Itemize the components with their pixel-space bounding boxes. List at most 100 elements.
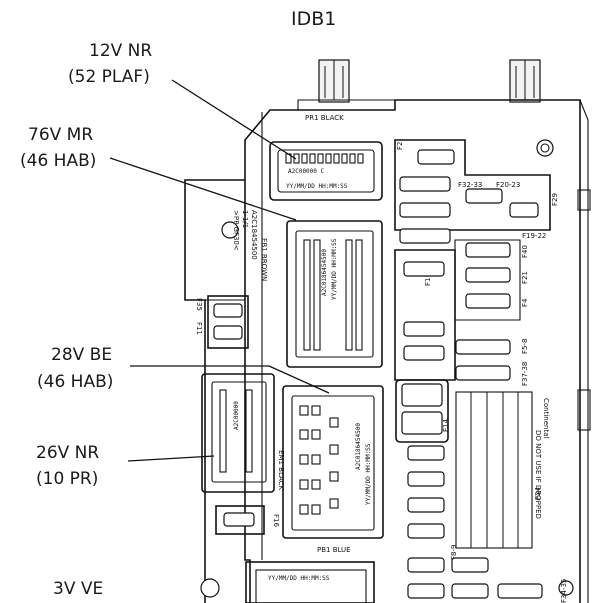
diagram-title: IDB1	[291, 8, 336, 30]
fuse-slot	[403, 321, 445, 337]
callout-76v: 76V MR (46 HAB)	[20, 125, 297, 221]
fuse-label-f2: F2	[396, 142, 404, 150]
relay-slots	[455, 391, 533, 549]
connector-em1-part: A2C00000	[233, 401, 240, 430]
fuse-label-f21: F21	[521, 271, 529, 284]
fuse-f4	[465, 293, 511, 309]
screw-hole	[221, 221, 239, 239]
fuse-label-f4: F4	[521, 298, 529, 307]
fuse-slot	[407, 445, 445, 461]
fuse-label-f20-23: F20-23	[496, 181, 520, 189]
fuse-slot	[403, 261, 445, 277]
callout-3v-line1: 3V VE	[53, 579, 103, 599]
connector-rotated-code: A2C18454500	[250, 210, 258, 260]
fuse-label-f32-33: F32-33	[458, 181, 482, 189]
callout-26v-line1: 26V NR	[36, 443, 99, 463]
callout-12v-line2: (52 PLAF)	[68, 67, 150, 87]
fuse-label-f24: F24	[534, 487, 542, 500]
fuse-f35	[213, 303, 243, 318]
connector-pr1-housing	[269, 141, 383, 201]
fuse-label-f19-22: F19-22	[522, 232, 546, 240]
fuse-label-f40: F40	[521, 245, 529, 258]
fuse-slot	[399, 228, 451, 244]
fuse-slot	[399, 202, 451, 218]
connector-pr1-rev: YY/MM/DD HH:MM:SS	[286, 183, 348, 190]
callout-12v: 12V NR (52 PLAF)	[68, 41, 297, 160]
callout-28v-line2: (46 HAB)	[37, 372, 113, 392]
fuse-slot	[465, 188, 503, 204]
fuse-slot	[407, 497, 445, 513]
fuse-f11	[213, 325, 243, 340]
callout-76v-line2: (46 HAB)	[20, 151, 96, 171]
connector-rotated-b: 1-1/1	[241, 210, 249, 228]
leader-line	[109, 157, 297, 221]
callout-28v: 28V BE (46 HAB)	[37, 345, 330, 394]
fuse-panel-right: F2 F32-33 F20-23 F29 F19-22 F17-18 F40 F…	[394, 139, 568, 603]
fuse-f40	[465, 242, 511, 258]
connector-eb1-part: A2C0186454500	[321, 249, 328, 296]
fuse-slot	[407, 471, 445, 487]
connector-pb1: A2C0186454500 YY/MM/DD HH:MM:SS PB1 BLUE	[282, 385, 384, 554]
screw-hole	[558, 580, 574, 596]
callout-12v-line1: 12V NR	[89, 41, 152, 61]
connector-pr1-part: A2C00000 C	[288, 168, 325, 175]
callout-3v: 3V VE	[53, 579, 103, 599]
connector-pr1: PR1 BLACK A2C00000 C YY/MM/DD HH:MM:SS	[269, 114, 383, 201]
fuse-f21	[465, 267, 511, 283]
fuse-label-f16: F16	[272, 514, 280, 527]
fuse-label-f35: F35	[195, 298, 203, 311]
fuse-f16-block: F16	[215, 505, 280, 535]
fuse-label-f11: F11	[195, 322, 203, 335]
connector-bottom-rev: YY/MM/DD HH:MM:SS	[268, 575, 330, 582]
connector-em1-label: EM1 BLACK	[277, 450, 285, 491]
connector-pb1-part: A2C0186454500	[355, 423, 362, 470]
connector-eb1-rev: YY/MM/DD HH:MM:SS	[331, 238, 338, 300]
fuse-slot	[403, 345, 445, 361]
connector-pb1-rev: YY/MM/DD HH:MM:SS	[365, 443, 372, 505]
callout-76v-line1: 76V MR	[28, 125, 93, 145]
leader-line	[171, 79, 297, 160]
screw-hole	[536, 139, 554, 157]
relay-f14	[395, 379, 449, 443]
brand-label: Continental	[542, 398, 550, 439]
mini-fuses	[399, 149, 543, 599]
fuse-f16	[223, 512, 255, 527]
connector-pb1-pins	[299, 405, 339, 515]
fuse-label-f34-35: F34-35	[560, 579, 568, 603]
connector-bottom-housing	[245, 561, 375, 603]
fuse-box-housing	[184, 59, 591, 603]
connector-eb1: EB1 BROWN >PP GF30< 1-1/1 A2C18454500 A2…	[232, 210, 383, 368]
callout-26v: 26V NR (10 PR)	[36, 443, 215, 489]
fuse-label-f5-8: F5-8	[521, 339, 529, 354]
warning-label: DO NOT USE IF DROPPED	[534, 430, 542, 519]
connector-em1-housing	[201, 373, 275, 493]
side-latch	[577, 189, 591, 211]
screw-hole	[200, 578, 220, 598]
leader-line	[127, 455, 215, 462]
fuse-label-f29: F29	[551, 193, 559, 206]
fuse-label-f14: F14	[442, 419, 450, 432]
fuse-slot	[407, 557, 445, 573]
fuse-label-f37-38: F37-38	[521, 362, 529, 386]
callout-26v-line2: (10 PR)	[36, 469, 98, 489]
callout-28v-line1: 28V BE	[51, 345, 112, 365]
connector-eb1-housing	[286, 220, 383, 368]
side-latch	[577, 389, 591, 431]
fuse-pair-left: F35 F11	[195, 295, 249, 349]
fuse-slot	[497, 583, 543, 599]
connector-pr1-label: PR1 BLACK	[305, 114, 344, 122]
fuse-slot	[451, 583, 489, 599]
connector-rotated-a: >PP GF30<	[232, 210, 240, 251]
connector-pr1-pins	[285, 153, 364, 164]
connector-bottom: YY/MM/DD HH:MM:SS	[245, 561, 375, 603]
fuse-slot	[407, 523, 445, 539]
fuse-f5-8	[455, 339, 511, 355]
connector-pb1-housing	[282, 385, 384, 539]
fuse-slot	[407, 583, 445, 599]
connector-eb1-label: EB1 BROWN	[260, 238, 268, 281]
fuse-slot	[399, 176, 451, 192]
fuse-slot	[509, 202, 539, 218]
connector-em1: A2C00000 EM1 BLACK	[201, 373, 285, 493]
fuse-f37-38	[455, 365, 511, 381]
